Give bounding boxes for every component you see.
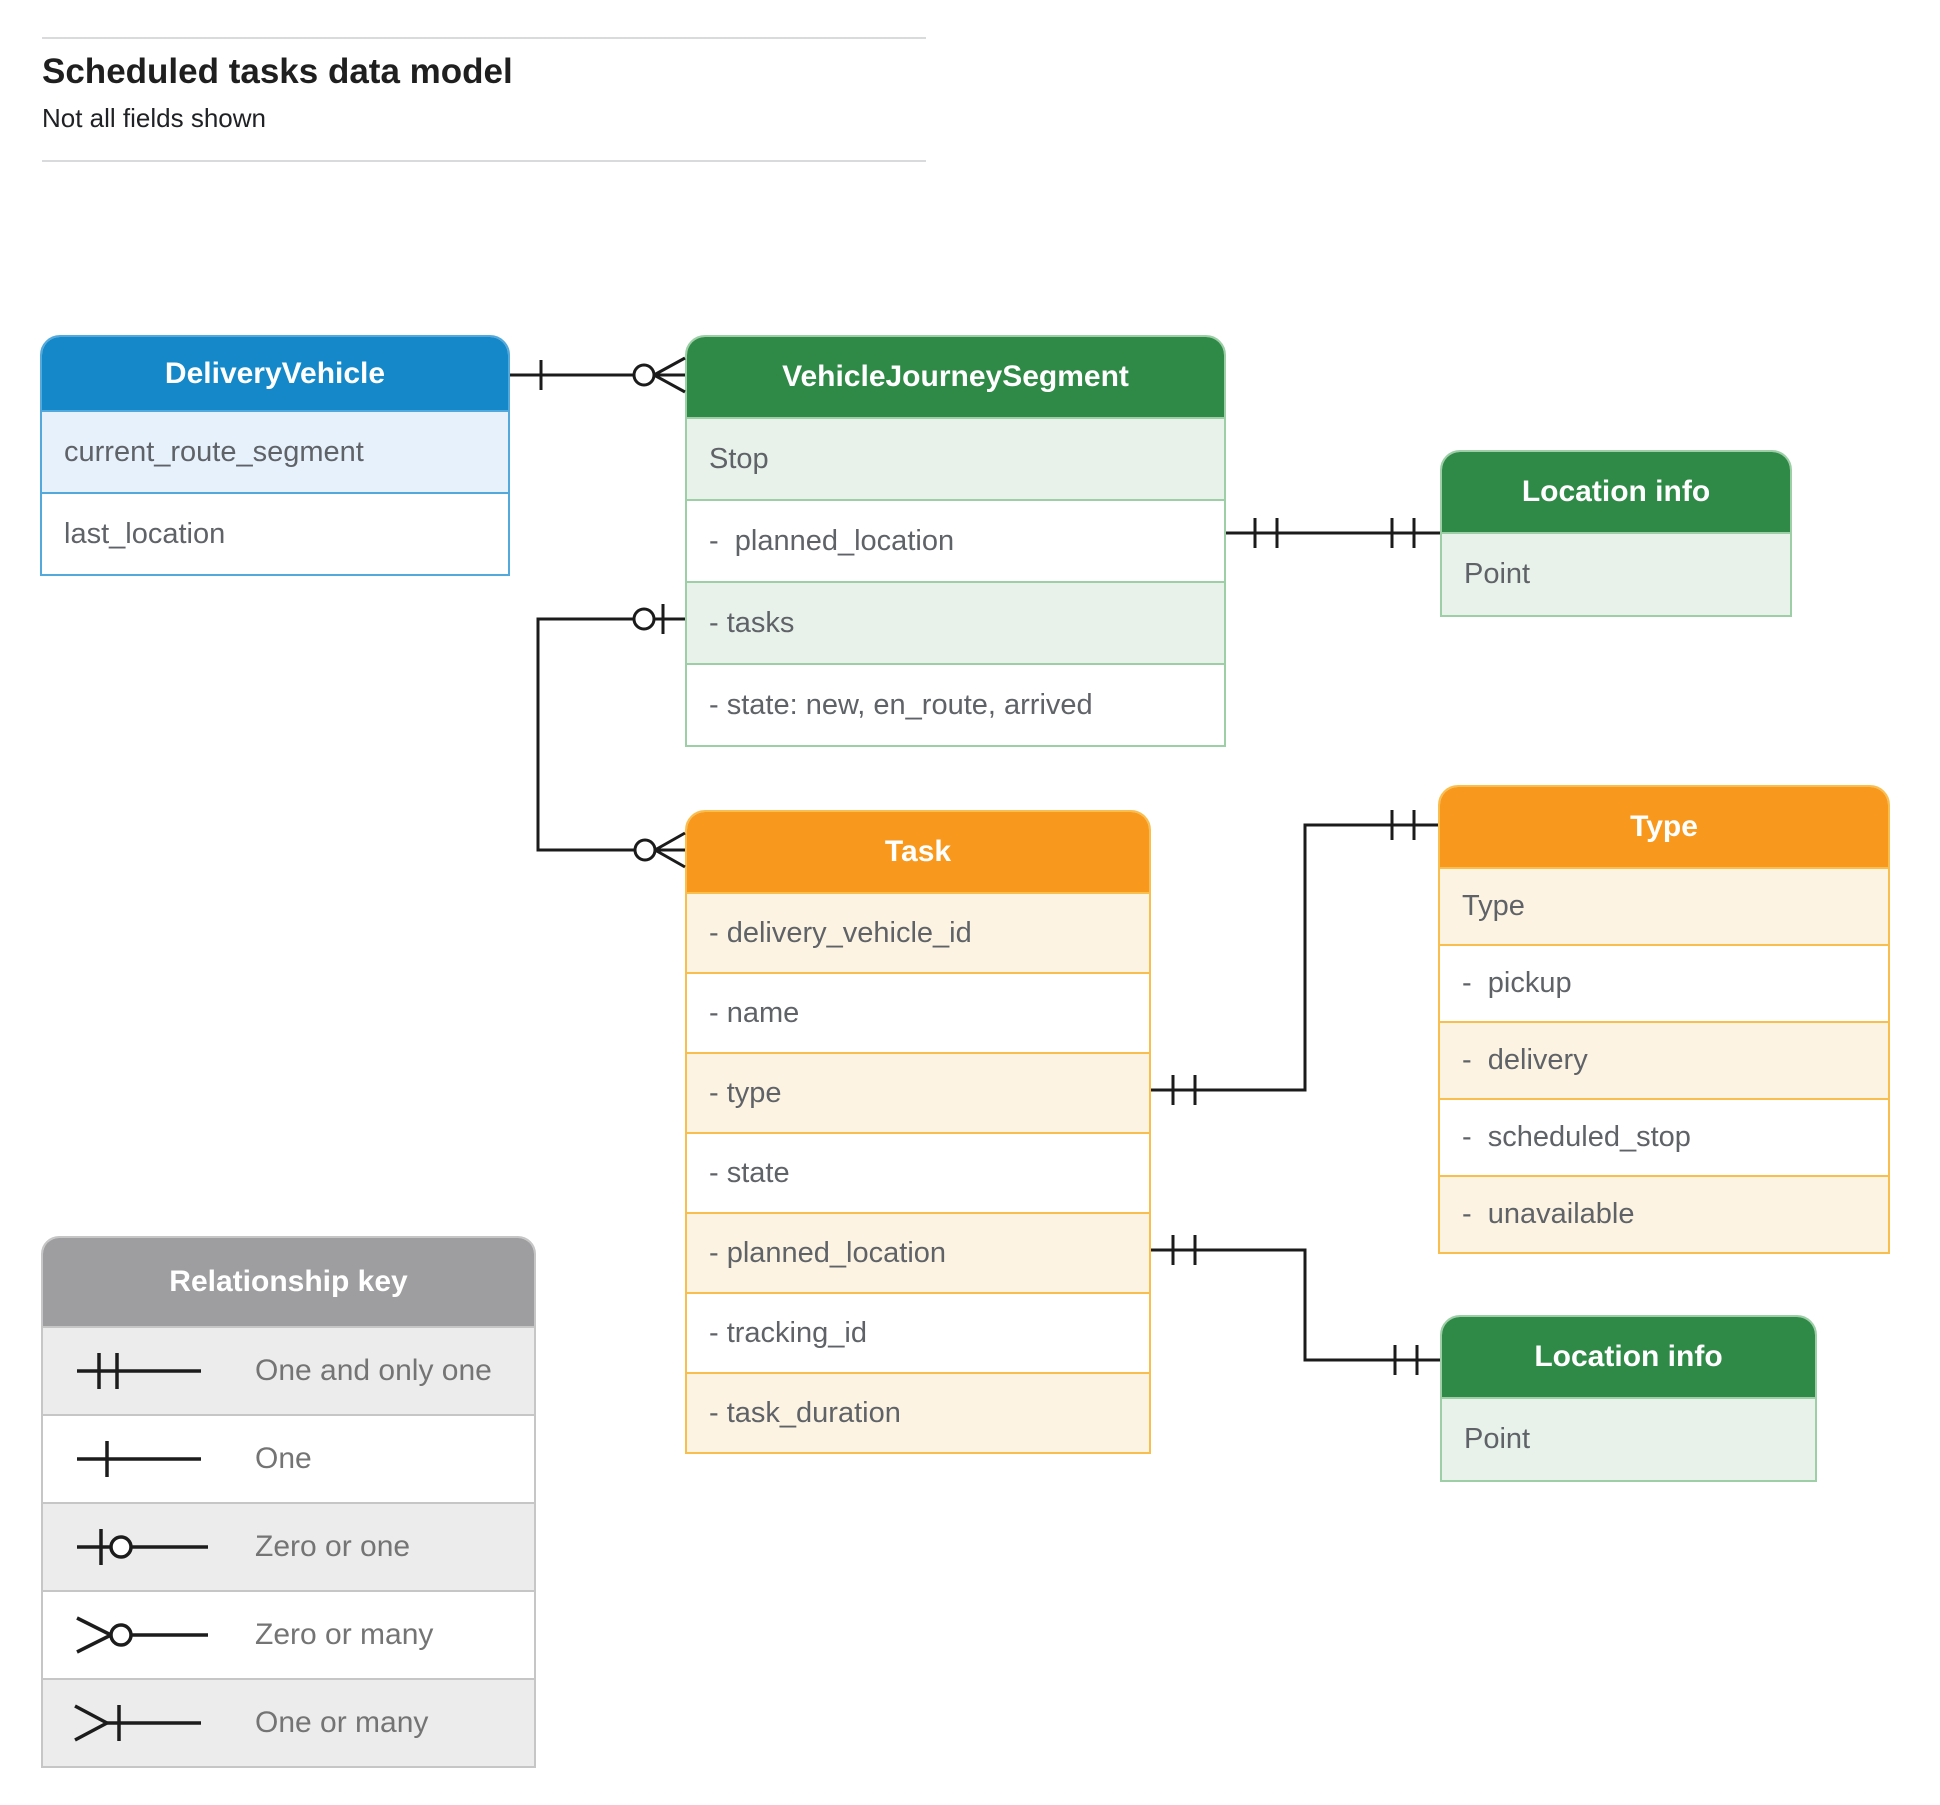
connector-plannedlocation-locationinfo-top [1226, 518, 1440, 548]
field-planned-location: - planned_location [687, 1212, 1149, 1292]
entity-location-info-bottom: Location info Point [1440, 1315, 1817, 1482]
entity-title-location-info-top: Location info [1442, 452, 1790, 532]
field-planned-location: - planned_location [687, 499, 1224, 581]
connector-tasks-task [536, 604, 686, 869]
field-name: - name [687, 972, 1149, 1052]
field-state-new-en-route-arrived: - state: new, en_route, arrived [687, 663, 1224, 745]
one-or-many-icon [63, 1679, 223, 1766]
field-scheduled-stop: - scheduled_stop [1440, 1098, 1888, 1175]
subtitle-divider [42, 160, 926, 162]
entity-title-vehicle-journey-segment: VehicleJourneySegment [687, 337, 1224, 417]
legend-item-one: One [43, 1414, 534, 1502]
one-and-only-one-icon [63, 1327, 223, 1415]
field-delivery-vehicle-id: - delivery_vehicle_id [687, 892, 1149, 972]
legend-item-zero-or-one: Zero or one [43, 1502, 534, 1590]
field-last-location: last_location [42, 492, 508, 574]
legend-label: One or many [255, 1706, 429, 1739]
entity-vehicle-journey-segment: VehicleJourneySegment Stop- planned_loca… [685, 335, 1226, 747]
field-pickup: - pickup [1440, 944, 1888, 1021]
field-point: Point [1442, 532, 1790, 615]
field-point: Point [1442, 1397, 1815, 1480]
legend-item-zero-or-many: Zero or many [43, 1590, 534, 1678]
legend-label: One [255, 1442, 312, 1475]
legend-title: Relationship key [43, 1238, 534, 1326]
field-tasks: - tasks [687, 581, 1224, 663]
field-type: Type [1440, 867, 1888, 944]
legend-label: Zero or one [255, 1530, 411, 1563]
field-stop: Stop [687, 417, 1224, 499]
legend-item-one-and-only-one: One and only one [43, 1326, 534, 1414]
entity-title-delivery-vehicle: DeliveryVehicle [42, 337, 508, 410]
page-title: Scheduled tasks data model [42, 52, 513, 91]
page-subtitle: Not all fields shown [42, 103, 266, 133]
field-type: - type [687, 1052, 1149, 1132]
connector-tasktype-type [1151, 810, 1438, 1105]
field-state: - state [687, 1132, 1149, 1212]
entity-title-task: Task [687, 812, 1149, 892]
zero-or-one-icon [63, 1503, 223, 1591]
field-unavailable: - unavailable [1440, 1175, 1888, 1252]
legend-label: One and only one [255, 1354, 492, 1387]
legend-label: Zero or many [255, 1618, 434, 1651]
entity-title-location-info-bottom: Location info [1442, 1317, 1815, 1397]
connector-deliveryvehicle-vehiclejourneysegment [510, 356, 686, 394]
entity-title-type: Type [1440, 787, 1888, 867]
field-delivery: - delivery [1440, 1021, 1888, 1098]
entity-location-info-top: Location info Point [1440, 450, 1792, 617]
entity-type: Type Type- pickup- delivery- scheduled_s… [1438, 785, 1890, 1254]
top-divider [42, 37, 926, 39]
field-task-duration: - task_duration [687, 1372, 1149, 1452]
entity-task: Task - delivery_vehicle_id- name- type- … [685, 810, 1151, 1454]
zero-or-many-icon [63, 1591, 223, 1679]
legend-item-one-or-many: One or many [43, 1678, 534, 1766]
connector-taskplannedlocation-locationinfo-bottom [1151, 1235, 1440, 1375]
one-icon [63, 1415, 223, 1503]
field-tracking-id: - tracking_id [687, 1292, 1149, 1372]
field-current-route-segment: current_route_segment [42, 410, 508, 492]
